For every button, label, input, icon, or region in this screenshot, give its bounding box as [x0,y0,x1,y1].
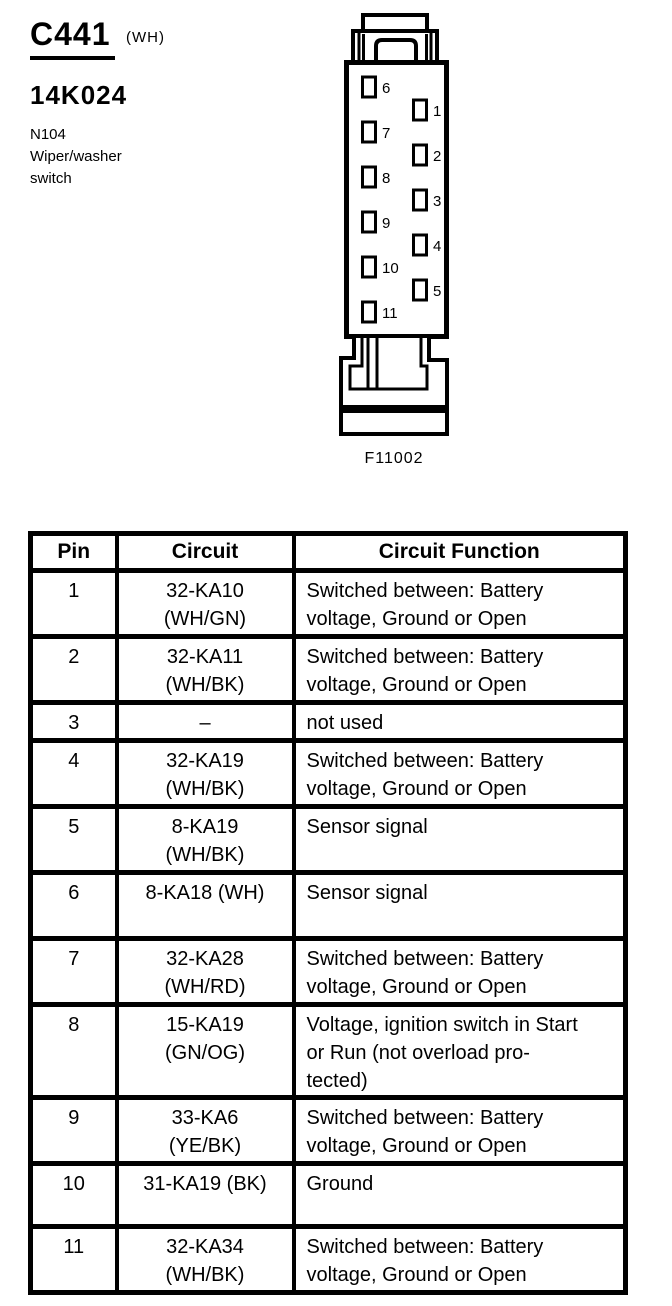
pin-slot [412,98,428,122]
circuit-cell: 15-KA19 (GN/OG) [114,1002,296,1100]
pin-cell: 5 [28,804,119,875]
pin-label: 4 [433,238,441,255]
connector-diagram: 6 7 8 9 10 11 1 2 3 4 5 [339,13,449,436]
circuit-column-header: Circuit [114,531,296,573]
table-row: 6 8-KA18 (WH) Sensor signal [28,870,628,941]
pin-slot [361,255,377,279]
pin-slot [412,143,428,167]
pin-slot [412,278,428,302]
pin-label: 6 [382,80,390,97]
pin-cell: 1 [28,568,119,639]
pin-label: 1 [433,103,441,120]
pin-slot [361,75,377,99]
table-row: 2 32-KA11 (WH/BK) Switched between: Batt… [28,634,628,705]
pin-cell: 11 [28,1224,119,1295]
table-row: 11 32-KA34 (WH/BK) Switched between: Bat… [28,1224,628,1295]
table-row: 5 8-KA19 (WH/BK) Sensor signal [28,804,628,875]
pin-label: 8 [382,170,390,187]
function-cell: Switched between: Battery voltage, Groun… [291,1224,628,1295]
function-cell: Sensor signal [291,804,628,875]
function-cell: Voltage, ignition switch in Start or Run… [291,1002,628,1100]
function-cell: Switched between: Battery voltage, Groun… [291,1095,628,1166]
connector-latch-ribs [366,338,379,389]
pin-cell: 8 [28,1002,119,1100]
connector-base [339,409,449,436]
collar-ribs [357,33,433,62]
table-row: 4 32-KA19 (WH/BK) Switched between: Batt… [28,738,628,809]
pin-cell: 2 [28,634,119,705]
pin-label: 10 [382,260,399,277]
pin-cell: 3 [28,700,119,743]
table-row: 9 33-KA6 (YE/BK) Switched between: Batte… [28,1095,628,1166]
table-row: 1 32-KA10 (WH/GN) Switched between: Batt… [28,568,628,639]
connector-color-code: (WH) [126,29,165,46]
connector-latch-outline [339,338,449,409]
table-row: 7 32-KA28 (WH/RD) Switched between: Batt… [28,936,628,1007]
pin-slot [361,165,377,189]
pin-column-header: Pin [28,531,119,573]
pin-cell: 9 [28,1095,119,1166]
part-number: 14K024 [30,80,128,110]
pin-label: 9 [382,215,390,232]
table-row: 10 31-KA19 (BK) Ground [28,1161,628,1229]
circuit-cell: 31-KA19 (BK) [114,1161,296,1229]
pin-slot [361,120,377,144]
function-cell: not used [291,700,628,743]
connector-collar [351,29,439,64]
figure-number: F11002 [364,450,424,467]
function-cell: Sensor signal [291,870,628,941]
pin-label: 7 [382,125,390,142]
pin-label: 11 [382,305,398,322]
function-cell: Switched between: Battery voltage, Groun… [291,634,628,705]
connector-latch-inner [348,338,429,391]
circuit-function-column-header: Circuit Function [291,531,628,573]
connector-body [344,60,449,339]
pin-label: 3 [433,193,441,210]
pin-label: 2 [433,148,441,165]
pin-cell: 4 [28,738,119,809]
pin-labels: 6 7 8 9 10 11 1 2 3 4 5 [382,80,441,322]
component-description: N104 Wiper/washer switch [30,126,122,187]
circuit-cell: 8-KA18 (WH) [114,870,296,941]
pin-label: 5 [433,283,441,300]
connector-id: C441 [30,16,115,60]
pin-cell: 7 [28,936,119,1007]
pin-slot [361,210,377,234]
pin-function-table: Pin Circuit Circuit Function 1 32-KA10 (… [28,531,628,1295]
pin-slots-right [412,98,428,302]
function-cell: Ground [291,1161,628,1229]
pin-cell: 10 [28,1161,119,1229]
pin-slot [361,300,377,324]
function-cell: Switched between: Battery voltage, Groun… [291,568,628,639]
function-cell: Switched between: Battery voltage, Groun… [291,936,628,1007]
pin-slot [412,233,428,257]
table-row: 3 – not used [28,700,628,743]
table-row: 8 15-KA19 (GN/OG) Voltage, ignition swit… [28,1002,628,1100]
circuit-cell: 8-KA19 (WH/BK) [114,804,296,875]
circuit-cell: 32-KA28 (WH/RD) [114,936,296,1007]
circuit-cell: 33-KA6 (YE/BK) [114,1095,296,1166]
circuit-cell: – [114,700,296,743]
circuit-cell: 32-KA10 (WH/GN) [114,568,296,639]
collar-opening [374,38,418,62]
pin-slot [412,188,428,212]
pin-cell: 6 [28,870,119,941]
table-header-row: Pin Circuit Circuit Function [28,531,628,573]
circuit-cell: 32-KA34 (WH/BK) [114,1224,296,1295]
pin-slots-left [361,75,377,324]
function-cell: Switched between: Battery voltage, Groun… [291,738,628,809]
circuit-cell: 32-KA19 (WH/BK) [114,738,296,809]
circuit-cell: 32-KA11 (WH/BK) [114,634,296,705]
